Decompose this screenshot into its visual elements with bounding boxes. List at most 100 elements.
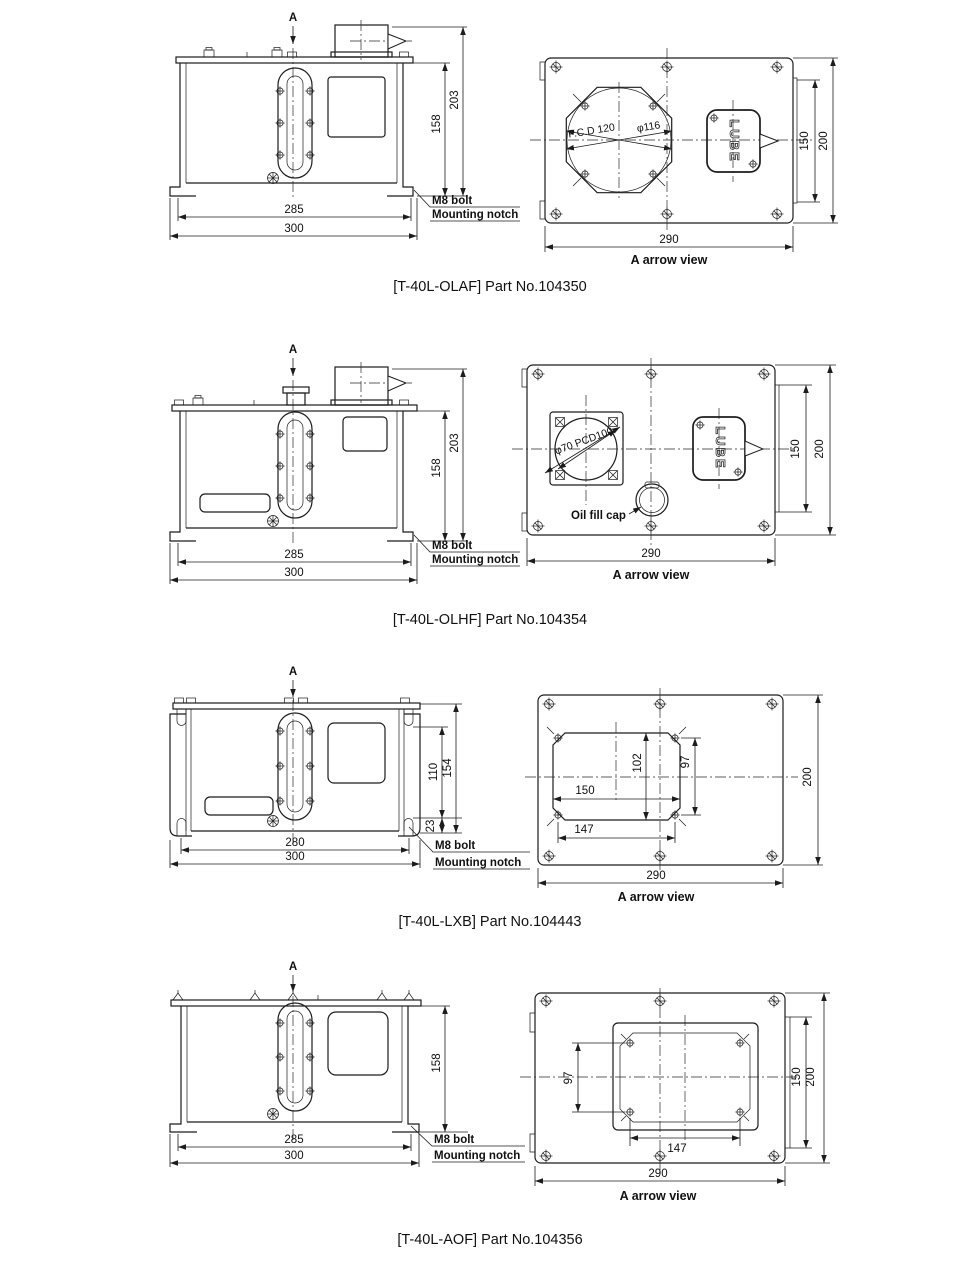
dim-200: 200 xyxy=(785,992,830,1164)
top-plate xyxy=(172,702,421,710)
left-mounting-bracket xyxy=(169,709,192,837)
mounting-note: M8 bolt Mounting notch xyxy=(413,534,520,567)
figure-caption: [T-40L-AOF] Part No.104356 xyxy=(397,1232,582,1248)
top-bolts xyxy=(203,47,409,58)
dim-200: 200 xyxy=(775,364,836,536)
drain-plug-icon xyxy=(267,515,279,527)
dim-label: 158 xyxy=(431,114,443,133)
dim-label: 23 xyxy=(425,820,437,833)
note-mounting-notch: Mounting notch xyxy=(435,857,521,869)
arrow-a-label: A xyxy=(289,961,297,973)
oil-sight-glass xyxy=(275,1002,315,1112)
dim-label: 97 xyxy=(563,1072,575,1085)
motor xyxy=(330,362,412,406)
side-panel xyxy=(327,722,386,784)
oil-fill-cap-label: Oil fill cap xyxy=(571,510,626,522)
dim-label: 280 xyxy=(285,837,304,849)
dim-label: 158 xyxy=(431,458,443,477)
dim-290: 290 xyxy=(526,538,776,566)
mounting-note: M8 bolt Mounting notch xyxy=(410,1125,525,1163)
dim-300: 300 xyxy=(169,1134,420,1167)
dim-147: 147 xyxy=(557,822,676,843)
view-label: A arrow view xyxy=(631,253,708,267)
dim-300: 300 xyxy=(169,543,418,584)
pump-flange: φ70 PCD100 xyxy=(544,411,624,486)
oil-sight-glass xyxy=(275,411,315,519)
figure-lxb-front-view: 102 97 150 147 200 290 A arrow view xyxy=(525,688,823,904)
top-bolts xyxy=(172,989,415,1001)
note-mounting-notch: Mounting notch xyxy=(432,209,518,221)
right-mounting-bracket xyxy=(398,709,421,837)
dim-290: 290 xyxy=(537,868,784,888)
tank-body xyxy=(169,1006,420,1133)
dim-label: 300 xyxy=(285,851,304,863)
view-label: A arrow view xyxy=(618,890,695,904)
motor xyxy=(330,20,412,60)
dim-158: 158 xyxy=(413,410,468,542)
dim-label: 200 xyxy=(814,439,826,458)
note-m8-bolt: M8 bolt xyxy=(432,195,472,207)
figure-olaf-side-view: A xyxy=(169,12,520,240)
dim-97: 97 xyxy=(680,737,701,816)
dim-label: 285 xyxy=(284,1134,303,1146)
breather-cap xyxy=(282,386,310,406)
note-mounting-notch: Mounting notch xyxy=(432,554,518,566)
drain-plug-icon xyxy=(267,815,279,827)
dim-label: 150 xyxy=(791,1067,803,1086)
oil-sight-glass xyxy=(275,712,315,821)
side-panel xyxy=(327,76,386,138)
dim-label: 158 xyxy=(431,1053,443,1072)
figure-olhf-front-view: φ70 PCD100 Oil fill cap LUBE 150 200 xyxy=(512,358,836,582)
name-plate xyxy=(199,493,271,513)
tank-body xyxy=(185,709,405,832)
arrow-a-label: A xyxy=(289,666,297,678)
drain-plug-icon xyxy=(267,172,279,184)
lube-logo: LUBE xyxy=(713,426,728,469)
view-label: A arrow view xyxy=(620,1189,697,1203)
dim-158: 158 xyxy=(413,62,468,197)
dim-label: 97 xyxy=(680,756,692,769)
figure-caption: [T-40L-OLHF] Part No.104354 xyxy=(393,612,587,628)
dim-label: 102 xyxy=(632,753,644,772)
top-plate-face xyxy=(544,57,794,224)
dim-label: 110 xyxy=(428,763,440,781)
top-bolts xyxy=(174,697,410,704)
dim-label: 290 xyxy=(646,870,665,882)
pointer-icon xyxy=(744,440,765,457)
dim-285: 285 xyxy=(177,1134,412,1151)
connector-icon xyxy=(387,33,408,50)
figure-olaf-front-view: P.C.D 120 φ116 LUBE 150 200 290 A arro xyxy=(530,48,838,267)
dim-290: 290 xyxy=(544,226,794,252)
name-plate xyxy=(204,796,274,816)
plate-screws xyxy=(549,60,784,221)
dim-label: 290 xyxy=(659,234,678,246)
dim-290: 290 xyxy=(534,1166,786,1186)
flange-pcd-label: P.C.D 120 xyxy=(567,121,616,140)
arrow-a-label: A xyxy=(289,12,297,24)
connector-icon xyxy=(387,375,408,392)
drain-plug-icon xyxy=(267,1108,279,1120)
lube-logo-box: LUBE xyxy=(706,109,780,173)
dim-280: 280 xyxy=(180,837,410,854)
dim-285: 285 xyxy=(177,543,412,566)
figure-lxb-side-view: A xyxy=(169,666,530,870)
lube-logo: LUBE xyxy=(727,119,742,162)
dim-label: 150 xyxy=(799,131,811,150)
top-plate xyxy=(171,404,418,412)
figure-olhf-side-view: A xyxy=(169,344,520,584)
lube-logo-box: LUBE xyxy=(692,416,765,481)
dim-label: 200 xyxy=(818,131,830,150)
dim-102: 102 xyxy=(632,733,649,820)
note-mounting-notch: Mounting notch xyxy=(434,1150,520,1162)
view-label: A arrow view xyxy=(613,568,690,582)
tank-cutout xyxy=(546,726,687,827)
flange-dia-label: φ116 xyxy=(636,119,661,135)
figure-aof-side-view: A 158 xyxy=(169,961,525,1167)
dim-150: 150 xyxy=(553,785,680,802)
dim-label: 290 xyxy=(641,548,660,560)
dim-label: 150 xyxy=(790,439,802,458)
dim-label: 147 xyxy=(574,824,593,836)
pointer-icon xyxy=(759,133,780,149)
dim-203: 203 xyxy=(449,27,466,196)
